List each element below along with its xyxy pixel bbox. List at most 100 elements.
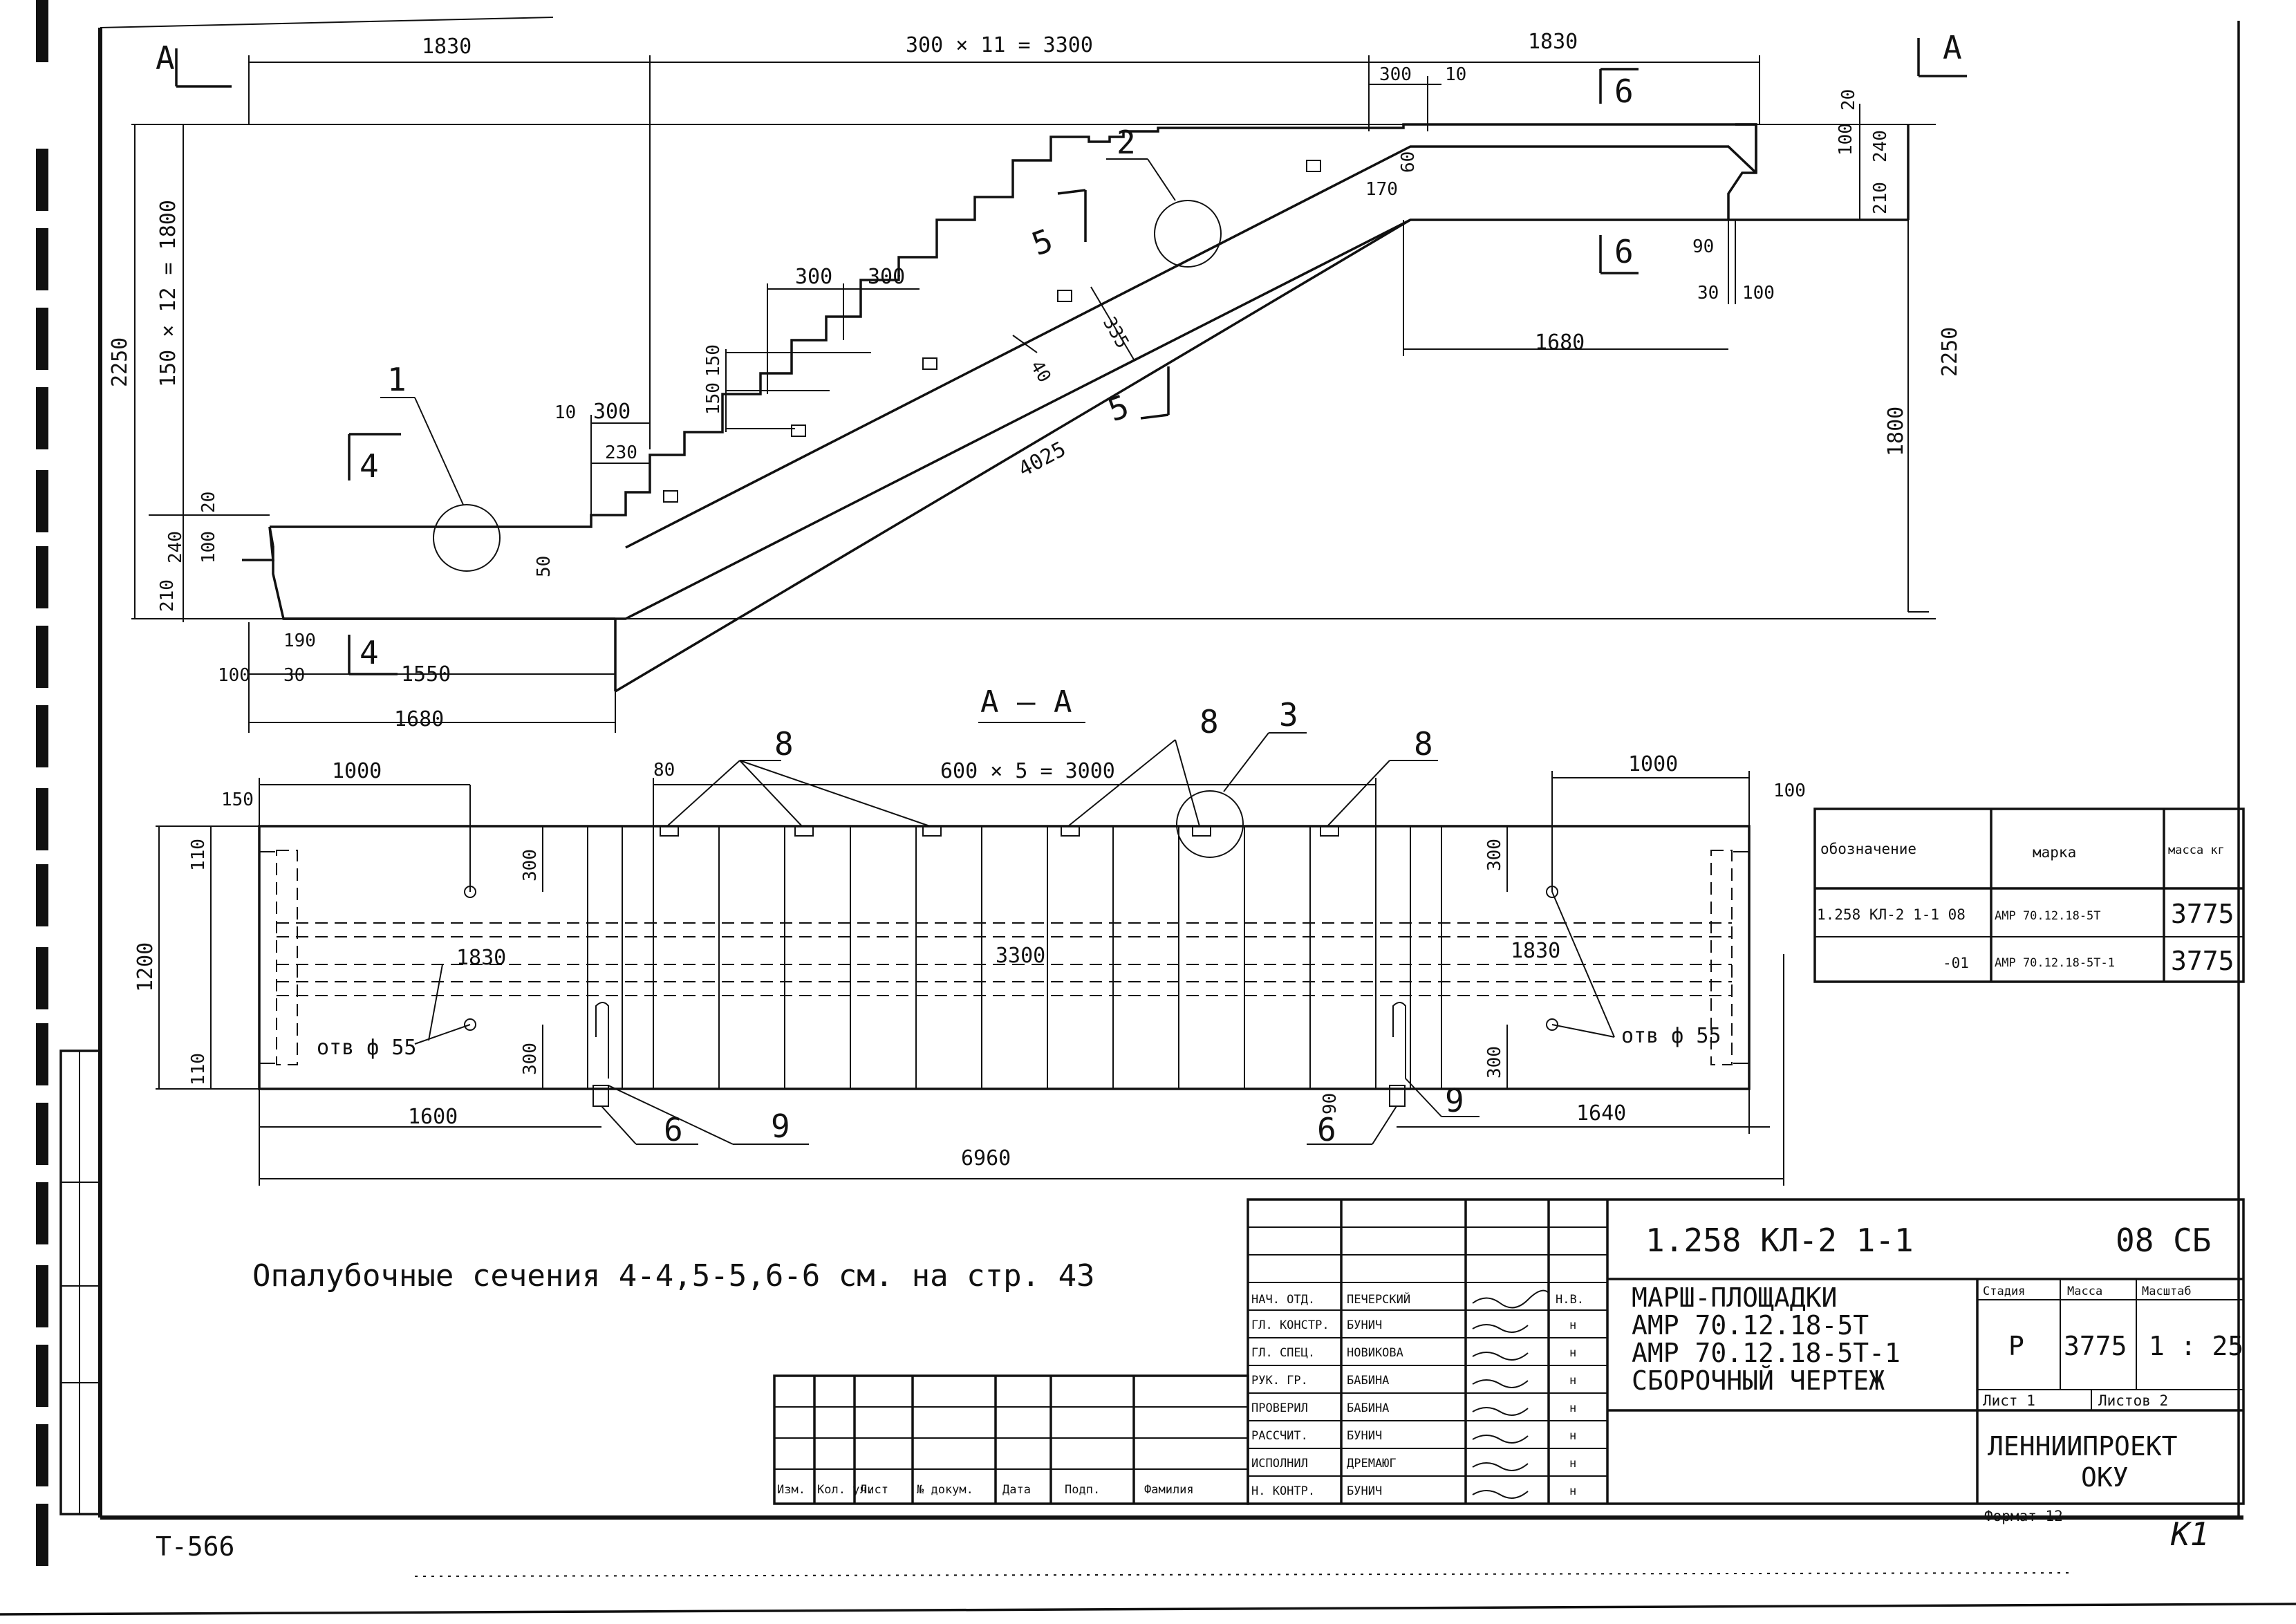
plan-dim-1640: 1640 [1576,1101,1626,1126]
dim-left-240: 240 [165,531,186,563]
mark-4: н [1569,1374,1576,1388]
plan-callout-6b: 6 [1307,1105,1397,1148]
svg-text:6: 6 [664,1111,683,1148]
title-org-line1: ЛЕННИИПРОЕКТ [1988,1431,2178,1462]
mark-2: н [1569,1318,1576,1332]
dim-right-2250: 2250 [1938,327,1962,377]
dim-right-1680: 1680 [1535,330,1585,355]
svg-text:А: А [1943,29,1962,66]
role-3: ГЛ. СПЕЦ. [1251,1346,1315,1360]
name-8: БУНИЧ [1347,1484,1382,1498]
title-stage-header: Стадия [1983,1285,2025,1298]
dim-50: 50 [534,556,554,577]
dim-30: 30 [283,665,305,686]
dim-step-10: 10 [554,402,576,423]
dim-right-90: 90 [1692,236,1714,257]
note-formwork-sections: Опалубочные сечения 4-4,5-5,6-6 см. на с… [252,1258,1095,1294]
flight-top-surface [270,123,1757,528]
role-1: НАЧ. ОТД. [1251,1293,1315,1307]
name-6: БУНИЧ [1347,1429,1382,1443]
archive-stamp-column [59,1049,102,1515]
plan-callout-9a: 9 [608,1085,809,1145]
signatures [1472,1289,1549,1499]
dim-top-middle: 300 × 11 = 3300 [906,33,1093,57]
plan-dim-300b: 300 [520,1043,541,1075]
svg-text:1: 1 [387,361,407,398]
plan-step-lines [587,826,1442,1089]
svg-text:4: 4 [360,634,379,671]
plan-dim-80: 80 [653,760,675,781]
plan-callout-3: 3 [1176,696,1307,858]
binding-marks [36,0,48,1566]
plan-dim-left-1000: 1000 [332,759,382,783]
section-mark-6-bottom: 6 [1599,233,1639,274]
name-1: ПЕЧЕРСКИЙ [1347,1291,1410,1307]
rev-header-doc: № докум. [917,1483,973,1497]
plan-view: А — А [133,684,1806,1186]
dim-right-100b: 100 [1742,283,1775,304]
title-doc-code: 1.258 КЛ-2 1-1 [1645,1222,1914,1259]
step-anchor-marks [663,160,1321,503]
role-8: Н. КОНТР. [1251,1484,1315,1498]
plan-callout-8a: 8 [666,725,931,827]
dim-60: 60 [1398,151,1419,173]
title-stage-value: Р [2008,1331,2024,1361]
svg-text:6: 6 [1317,1111,1336,1148]
title-mass-value: 3775 [2064,1331,2127,1361]
name-3: НОВИКОВА [1347,1346,1403,1360]
dim-left-2250: 2250 [108,337,132,387]
title-name-line-1: МАРШ-ПЛОЩАДКИ [1632,1282,1837,1313]
name-7: ДРЕМАЮГ [1347,1457,1397,1471]
title-sheets: Листов 2 [2098,1392,2168,1409]
plan-dim-3300: 3300 [996,944,1045,968]
plan-callout-8c: 8 [1327,725,1438,827]
dim-right-30: 30 [1697,283,1719,304]
svg-text:8: 8 [774,725,794,763]
section-mark-6-top: 6 [1599,68,1639,110]
mark-3: н [1569,1346,1576,1360]
svg-text:А: А [156,39,175,77]
dim-100b: 100 [218,665,250,686]
plan-dim-110b: 110 [188,1053,209,1085]
name-4: БАБИНА [1347,1374,1389,1388]
section-mark-4-top: 4 [348,433,401,485]
plan-title: А — А [980,684,1072,720]
title-format: Формат 12 [1984,1508,2063,1524]
plan-dim-1200: 1200 [133,942,158,992]
signature-grid [1248,1200,1607,1504]
title-sheet: Лист 1 [1983,1392,2035,1409]
mark-1: Н.В. [1556,1293,1584,1307]
corner-code: Т-566 [156,1531,234,1562]
plan-dim-300c: 300 [1484,839,1505,871]
plan-dim-300a: 300 [520,849,541,881]
spec-row1-mark: АМР 70.12.18-5Т [1995,909,2101,923]
dim-top-left: 1830 [422,35,472,59]
plan-dim-90: 90 [1320,1093,1341,1114]
plan-hole-left: отв ф 55 [317,1036,417,1060]
rev-header-change: Изм. [777,1483,805,1497]
spec-row2-mass: 3775 [2171,946,2234,976]
svg-text:8: 8 [1200,703,1219,740]
dim-step-150b: 150 [703,382,724,415]
role-7: ИСПОЛНИЛ [1251,1457,1308,1471]
svg-text:6: 6 [1614,233,1634,270]
svg-text:8: 8 [1414,725,1433,763]
title-org-line2: ОКУ [2081,1462,2129,1493]
dim-left-100: 100 [198,531,219,563]
name-2: БУНИЧ [1347,1318,1382,1332]
spec-header-designation: обозначение [1820,841,1916,857]
title-name-line-2: АМР 70.12.18-5Т [1632,1310,1869,1341]
title-name-line-3: АМР 70.12.18-5Т-1 [1632,1338,1901,1368]
plan-outline [258,825,1751,1090]
title-scale-value: 1 : 25 [2149,1331,2243,1361]
plan-callout-6a: 6 [601,1105,698,1148]
dim-step-150a: 150 [703,344,724,377]
dim-1550: 1550 [401,662,451,687]
dim-1680-left: 1680 [394,707,444,731]
plan-dim-150: 150 [221,790,254,810]
dim-left-210: 210 [157,579,178,612]
dim-r300: 300 [1379,64,1412,85]
spec-row1-designation: 1.258 КЛ-2 1-1 08 [1817,906,1966,923]
plan-callout-8b: 8 [1067,703,1219,827]
